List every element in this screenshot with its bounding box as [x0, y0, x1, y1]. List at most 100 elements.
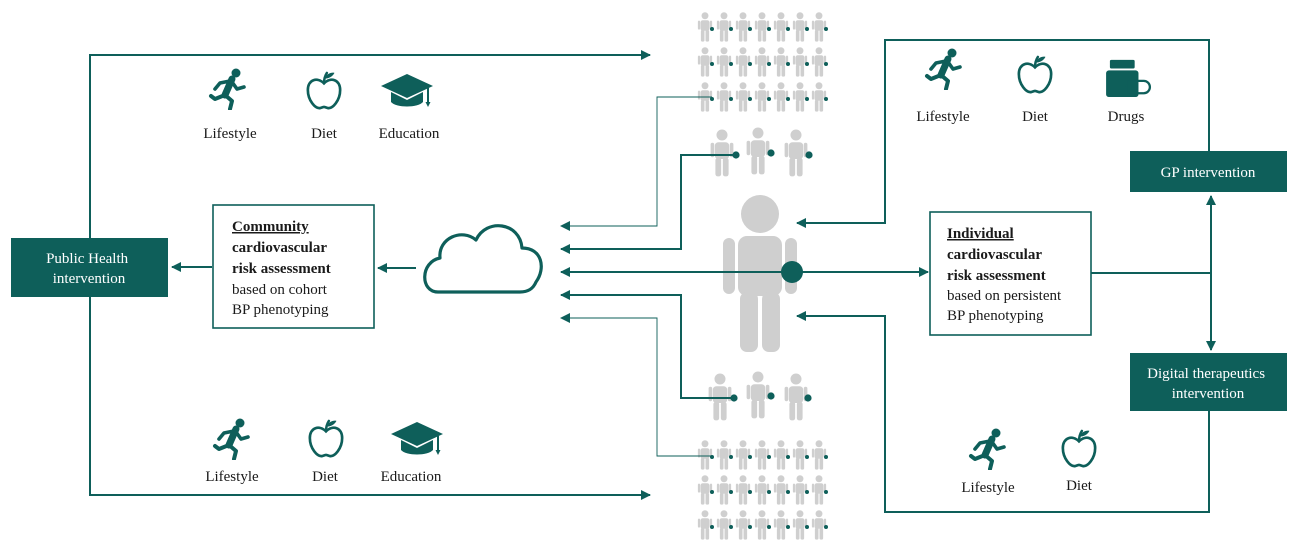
digital-frame — [796, 311, 1210, 513]
crowd-marker-dot — [710, 490, 714, 494]
svg-text:Individual cardiovascular: Individual cardiovascular risk assessmen… — [947, 226, 1065, 324]
crowd-marker-dot — [710, 97, 714, 101]
crowd-marker-dot — [710, 62, 714, 66]
community-line4: based on cohort — [232, 282, 328, 298]
apple-icon — [306, 71, 342, 110]
crowd-marker-dot — [729, 62, 733, 66]
svg-text:Lifestyle: Lifestyle — [916, 109, 970, 125]
graduation-cap-icon — [380, 73, 434, 108]
digital-line2: intervention — [1172, 386, 1245, 402]
crowd-marker-dot — [748, 455, 752, 459]
crowd-marker-dot — [729, 525, 733, 529]
crowd-marker-dot — [729, 27, 733, 31]
link-lower-group — [560, 290, 734, 399]
svg-text:Diet: Diet — [311, 126, 338, 142]
community-line3: risk assessment — [232, 261, 331, 277]
crowd-person-icon — [716, 47, 732, 77]
individual-line2: cardiovascular — [947, 247, 1042, 263]
crowd-person-icon — [735, 475, 751, 505]
individual-node — [781, 261, 803, 283]
crowd-person-icon — [716, 12, 732, 42]
crowd-bottom — [697, 440, 828, 540]
individual-line4: based on persistent — [947, 288, 1062, 304]
individual-line5: BP phenotyping — [947, 308, 1044, 324]
crowd-person-icon — [773, 475, 789, 505]
svg-text:Education: Education — [381, 469, 442, 485]
crowd-marker-dot — [748, 27, 752, 31]
crowd-person-icon — [754, 475, 770, 505]
svg-text:Lifestyle: Lifestyle — [205, 469, 259, 485]
crowd-person-icon — [716, 440, 732, 470]
link-bottom-crowd — [560, 313, 712, 457]
crowd-marker-dot — [805, 455, 809, 459]
gp-intervention-box — [1130, 151, 1287, 192]
crowd-marker-dot — [767, 490, 771, 494]
crowd-person-icon — [716, 475, 732, 505]
crowd-marker-dot — [824, 455, 828, 459]
crowd-marker-dot — [729, 490, 733, 494]
svg-text:Education: Education — [379, 126, 440, 142]
person-icon — [784, 129, 808, 177]
community-title: Community — [232, 219, 309, 235]
crowd-marker-dot — [805, 490, 809, 494]
svg-text:Lifestyle: Lifestyle — [961, 480, 1015, 496]
crowd-marker-dot — [786, 27, 790, 31]
crowd-marker-dot — [824, 490, 828, 494]
crowd-person-icon — [811, 475, 827, 505]
crowd-person-icon — [773, 440, 789, 470]
person-group-lower — [708, 371, 812, 421]
community-line5: BP phenotyping — [232, 302, 329, 318]
bottom-left-lifestyle-label: Lifestyle — [205, 469, 259, 485]
crowd-top — [697, 12, 828, 112]
crowd-person-icon — [697, 12, 713, 42]
crowd-person-icon — [792, 47, 808, 77]
crowd-marker-dot — [729, 455, 733, 459]
crowd-marker-dot — [748, 490, 752, 494]
crowd-person-icon — [792, 12, 808, 42]
crowd-person-icon — [792, 440, 808, 470]
running-person-icon — [971, 429, 1004, 470]
running-person-icon — [215, 419, 248, 460]
gp-intervention-label: GP intervention — [1161, 165, 1256, 181]
svg-text:Public Health intervention: Public Health intervention — [46, 251, 132, 287]
public-health-branch — [89, 50, 651, 500]
crowd-person-icon — [792, 510, 808, 540]
crowd-marker-dot — [767, 62, 771, 66]
crowd-person-icon — [697, 510, 713, 540]
svg-text:Diet: Diet — [1022, 109, 1049, 125]
crowd-person-icon — [697, 475, 713, 505]
svg-text:Lifestyle: Lifestyle — [203, 126, 257, 142]
crowd-marker-dot — [748, 62, 752, 66]
person-icon — [746, 127, 770, 175]
crowd-person-icon — [754, 440, 770, 470]
top-left-lifestyle-label: Lifestyle — [203, 126, 257, 142]
crowd-person-icon — [754, 47, 770, 77]
bottom-left-education-label: Education — [381, 469, 442, 485]
apple-icon — [308, 419, 344, 458]
crowd-marker-dot — [786, 62, 790, 66]
crowd-person-icon — [697, 47, 713, 77]
bottom-right-lifestyle-label: Lifestyle — [961, 480, 1015, 496]
individual-assessment-box — [929, 211, 1092, 336]
crowd-person-icon — [735, 47, 751, 77]
crowd-person-icon — [735, 12, 751, 42]
public-health-line1: Public Health — [46, 251, 129, 267]
crowd-person-icon — [697, 440, 713, 470]
crowd-person-icon — [735, 510, 751, 540]
crowd-marker-dot — [805, 97, 809, 101]
crowd-person-icon — [811, 440, 827, 470]
apple-icon — [1017, 55, 1053, 94]
crowd-person-icon — [754, 82, 770, 112]
crowd-marker-dot — [748, 97, 752, 101]
crowd-person-icon — [735, 440, 751, 470]
svg-text:Community cardiovascular: Community cardiovascular risk assessment… — [232, 219, 335, 318]
crowd-marker-dot — [767, 27, 771, 31]
bottom-left-diet-label: Diet — [312, 469, 339, 485]
public-health-box — [11, 238, 168, 297]
individual-title: Individual — [947, 226, 1014, 242]
svg-text:Drugs: Drugs — [1108, 109, 1145, 125]
crowd-person-icon — [773, 82, 789, 112]
person-group-upper — [710, 127, 813, 177]
top-left-education-label: Education — [379, 126, 440, 142]
crowd-person-icon — [773, 12, 789, 42]
